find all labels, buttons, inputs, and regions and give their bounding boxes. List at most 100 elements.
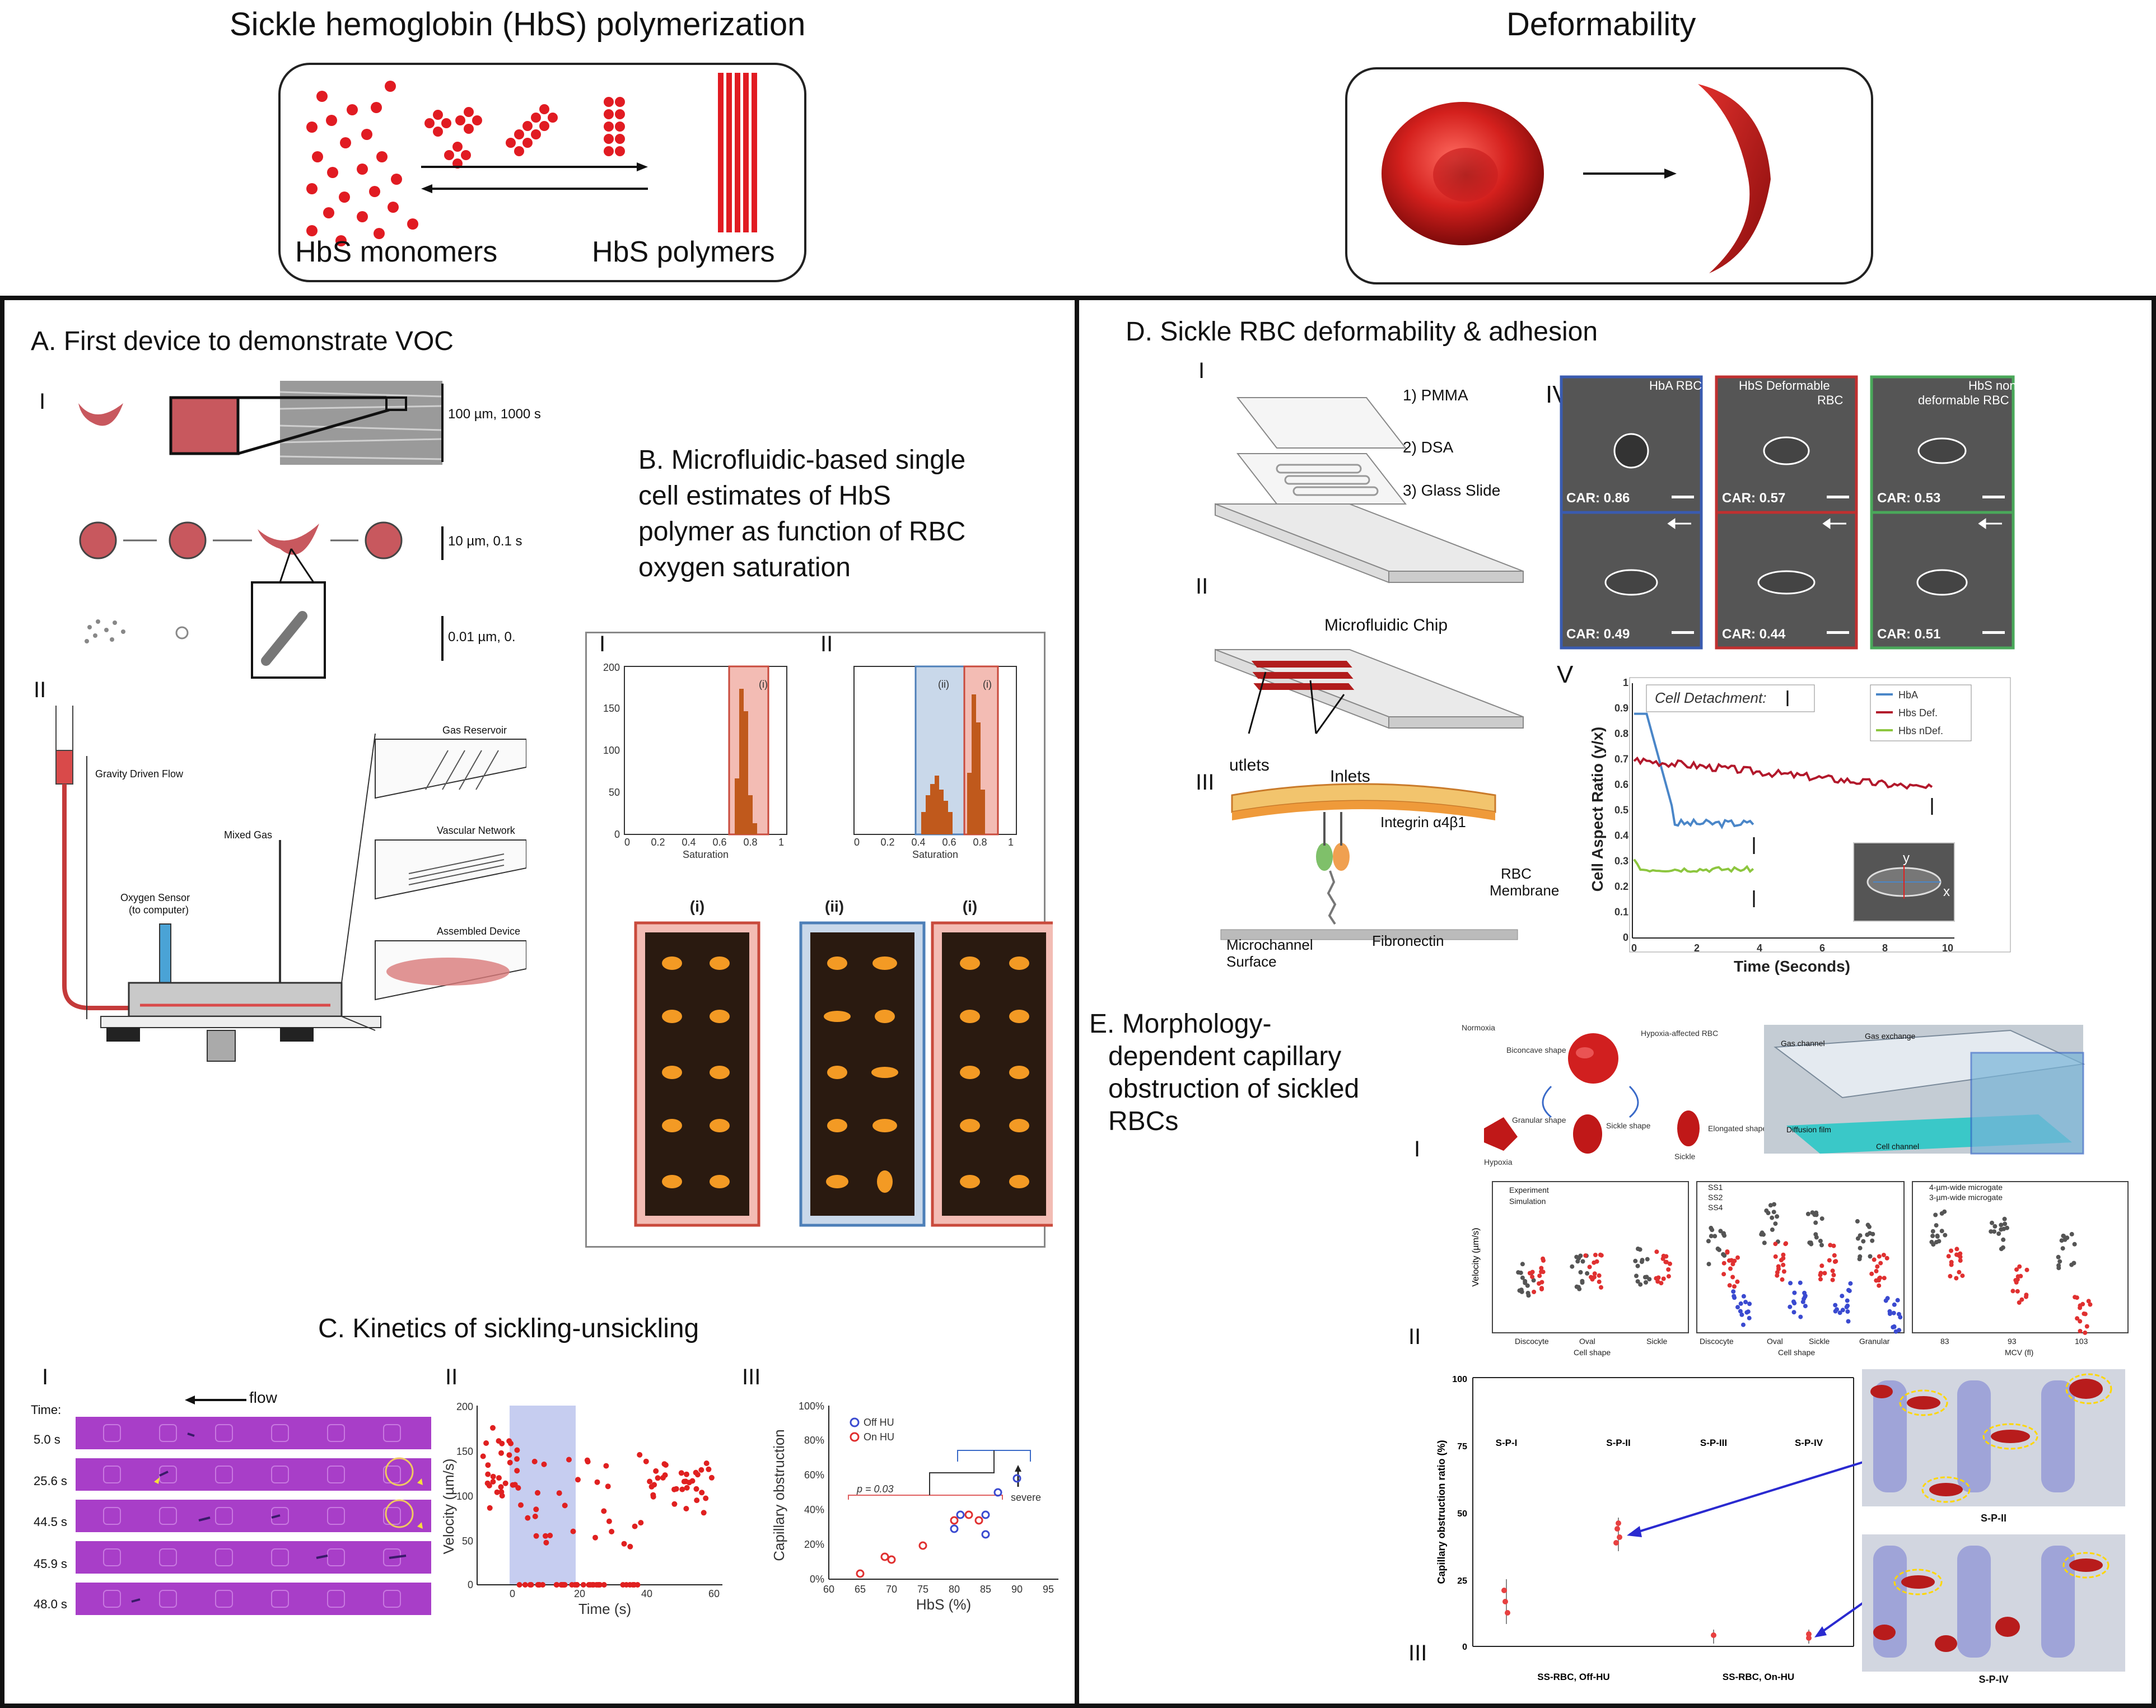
e-ii-point: [1819, 1263, 1824, 1268]
hist2-xtick-04: 0.4: [911, 837, 925, 848]
e-ii-point: [1747, 1315, 1752, 1320]
vascular-network-label: Vascular Network: [437, 825, 515, 836]
hist1-ytick-0: 0: [614, 829, 620, 840]
e-ii-point: [1840, 1294, 1845, 1299]
panel-c-roman-iii: III: [742, 1365, 761, 1389]
e-ii-point: [1887, 1312, 1892, 1316]
e-ii-point: [1936, 1239, 1942, 1244]
layer-dsa: 2) DSA: [1403, 438, 1454, 456]
e-ii-point: [1857, 1257, 1862, 1262]
velocity-point: [536, 1582, 542, 1588]
e-ii-point: [1532, 1290, 1537, 1294]
e-ii-point: [1773, 1242, 1778, 1247]
vel-ytick-150: 150: [456, 1446, 473, 1457]
e-ii-point: [1644, 1280, 1648, 1285]
velocity-point: [580, 1582, 586, 1588]
to-computer-label: (to computer): [129, 904, 189, 916]
obs-xtick-70: 70: [886, 1584, 897, 1595]
panel-e-roman-i: I: [1414, 1137, 1421, 1161]
hist1-xlabel: Saturation: [683, 849, 729, 860]
outlets-label: utlets: [1229, 756, 1270, 774]
obs-ylabel: Capillary obstruction: [771, 1429, 787, 1561]
obs-xlabel: HbS (%): [916, 1596, 971, 1613]
e-ii-point: [1855, 1236, 1860, 1241]
severe-label: severe: [1011, 1492, 1041, 1503]
velocity-point: [502, 1480, 508, 1486]
e-ii-b-x3: Sickle: [1809, 1337, 1830, 1346]
velocity-point: [650, 1494, 656, 1500]
e-ii-point: [1877, 1283, 1882, 1288]
v-ytick: 0.5: [1614, 805, 1628, 816]
v-ytick: 0.3: [1614, 856, 1628, 867]
e-ii-leg-exp: Experiment: [1509, 1186, 1549, 1194]
obs-ytick-80: 80%: [804, 1435, 824, 1446]
scale-label-1: 100 µm, 1000 s: [448, 407, 541, 422]
e-ii-point: [1892, 1302, 1897, 1307]
e-ii-b-x1: Discocyte: [1700, 1337, 1734, 1346]
e-ii-point: [1525, 1291, 1530, 1295]
iv-header-hbs-def-1: HbS Deformable: [1739, 379, 1830, 393]
deformability-box: [1345, 67, 1873, 284]
e-ii-point: [1999, 1222, 2004, 1228]
velocity-point: [518, 1502, 524, 1508]
e-ii-point: [1660, 1256, 1665, 1261]
vel-ytick-200: 200: [456, 1401, 473, 1412]
car-6: CAR: 0.51: [1877, 627, 1940, 642]
panel-b-roman-ii: II: [820, 632, 833, 656]
obs-xtick-75: 75: [917, 1584, 928, 1595]
v-ytick: 1: [1623, 677, 1628, 688]
e-iii-ytick-50: 50: [1457, 1509, 1467, 1519]
e-gas-channel: Gas channel: [1781, 1039, 1825, 1048]
e-ii-point: [2061, 1234, 2066, 1239]
velocity-point: [496, 1438, 502, 1444]
fibronectin-label: Fibronectin: [1372, 932, 1444, 949]
obs-ytick-100: 100%: [799, 1401, 824, 1412]
e-ii-point: [1709, 1234, 1714, 1239]
e-iii-ytick-100: 100: [1452, 1375, 1467, 1384]
top-right-title: Deformability: [1506, 6, 1696, 43]
panel-a-device-ii: [55, 706, 526, 1062]
e-ii-point: [1819, 1243, 1824, 1248]
e-ii-point: [1891, 1310, 1896, 1315]
velocity-point: [597, 1582, 603, 1588]
e-ii-point: [1661, 1276, 1666, 1281]
velocity-point: [706, 1466, 712, 1472]
e-ii-point: [1992, 1229, 1997, 1234]
e-ii-point: [1768, 1203, 1773, 1208]
hist1-xtick-04: 0.4: [682, 837, 696, 848]
e-ii-point: [1858, 1245, 1863, 1250]
e-ii-point: [1597, 1279, 1602, 1284]
e-ii-point: [1835, 1307, 1839, 1312]
e-ii-point: [1732, 1284, 1737, 1289]
e-ii-point: [1530, 1270, 1535, 1275]
e-ii-point: [1635, 1263, 1640, 1268]
v-legend-hbs-ndef: Hbs nDef.: [1898, 725, 1943, 736]
e-ii-point: [1593, 1253, 1598, 1257]
e-ii-point: [1895, 1298, 1900, 1303]
e-ii-point: [1881, 1253, 1886, 1258]
velocity-point: [606, 1518, 612, 1524]
e-ii-point: [2017, 1264, 2022, 1269]
vel-xtick-40: 40: [641, 1588, 652, 1599]
velocity-point: [562, 1502, 568, 1509]
velocity-point: [584, 1457, 590, 1463]
mixed-gas-label: Mixed Gas: [224, 829, 273, 841]
velocity-point: [515, 1485, 521, 1491]
e-ii-point: [1781, 1252, 1786, 1257]
velocity-point: [603, 1463, 609, 1469]
e-ii-point: [1578, 1270, 1583, 1275]
e-ii-point: [1539, 1266, 1544, 1271]
e-ii-c-x3: 103: [2075, 1337, 2088, 1346]
velocity-point: [525, 1515, 531, 1521]
e-ii-b-x2: Oval: [1767, 1337, 1783, 1346]
e-ii-point: [2074, 1295, 2079, 1300]
e-ii-point: [1666, 1274, 1671, 1279]
e-ii-point: [1743, 1300, 1748, 1305]
e-ii-point: [1539, 1287, 1544, 1292]
velocity-point: [535, 1490, 540, 1496]
hist2-label-ii: (ii): [938, 679, 949, 690]
e-iii-ytick-75: 75: [1457, 1442, 1467, 1452]
img-col1-label: (i): [690, 898, 704, 915]
panel-b-title-line-3: polymer as function of RBC: [638, 517, 966, 547]
v-ylabel: Cell Aspect Ratio (y/x): [1589, 727, 1606, 892]
